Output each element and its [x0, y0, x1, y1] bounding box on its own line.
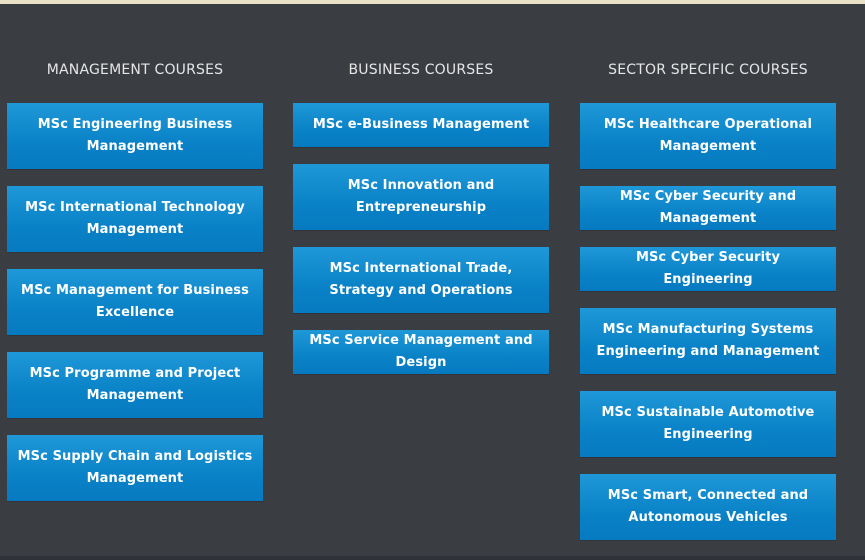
management-courses-heading: MANAGEMENT COURSES	[46, 62, 224, 78]
course-card-label: MSc International Trade, Strategy and Op…	[329, 261, 513, 298]
course-card-e-business-management[interactable]: MSc e-Business Management	[293, 103, 549, 147]
course-card-label: MSc Healthcare Operational Management	[603, 117, 813, 154]
course-card-label: MSc Service Management and Design	[309, 333, 533, 370]
course-card-supply-chain-and-logistics-management[interactable]: MSc Supply Chain and Logistics Managemen…	[7, 435, 263, 501]
course-card-service-management-and-design[interactable]: MSc Service Management and Design	[293, 330, 549, 374]
course-card-engineering-business-management[interactable]: MSc Engineering Business Management	[7, 103, 263, 169]
business-courses-heading: BUSINESS COURSES	[348, 62, 494, 78]
course-card-label: MSc Management for Business Excellence	[21, 283, 249, 320]
course-card-label: MSc Smart, Connected and Autonomous Vehi…	[607, 488, 809, 525]
course-card-cyber-security-and-management[interactable]: MSc Cyber Security and Management	[580, 186, 836, 230]
course-card-label: MSc Engineering Business Management	[37, 117, 233, 154]
course-card-label: MSc e-Business Management	[312, 117, 530, 132]
course-card-label: MSc Innovation and Entrepreneurship	[347, 178, 495, 215]
course-card-smart-connected-and-autonomous-vehicles[interactable]: MSc Smart, Connected and Autonomous Vehi…	[580, 474, 836, 540]
course-card-label: MSc Manufacturing Systems Engineering an…	[596, 322, 820, 359]
course-card-label: MSc Cyber Security Engineering	[635, 250, 781, 287]
course-card-programme-and-project-management[interactable]: MSc Programme and Project Management	[7, 352, 263, 418]
course-card-label: MSc Supply Chain and Logistics Managemen…	[17, 449, 253, 486]
course-card-healthcare-operational-management[interactable]: MSc Healthcare Operational Management	[580, 103, 836, 169]
course-card-manufacturing-systems-engineering-and-management[interactable]: MSc Manufacturing Systems Engineering an…	[580, 308, 836, 374]
course-card-innovation-and-entrepreneurship[interactable]: MSc Innovation and Entrepreneurship	[293, 164, 549, 230]
course-card-label: MSc Programme and Project Management	[29, 366, 241, 403]
course-card-sustainable-automotive-engineering[interactable]: MSc Sustainable Automotive Engineering	[580, 391, 836, 457]
top-strip	[0, 0, 865, 4]
course-card-label: MSc Cyber Security and Management	[619, 189, 797, 226]
course-card-label: MSc Sustainable Automotive Engineering	[601, 405, 815, 442]
bottom-strip	[0, 556, 865, 560]
course-card-international-trade-strategy-and-operations[interactable]: MSc International Trade, Strategy and Op…	[293, 247, 549, 313]
course-card-international-technology-management[interactable]: MSc International Technology Management	[7, 186, 263, 252]
course-card-cyber-security-engineering[interactable]: MSc Cyber Security Engineering	[580, 247, 836, 291]
course-card-label: MSc International Technology Management	[25, 200, 245, 237]
course-card-management-for-business-excellence[interactable]: MSc Management for Business Excellence	[7, 269, 263, 335]
sector-specific-courses-heading: SECTOR SPECIFIC COURSES	[608, 62, 808, 78]
